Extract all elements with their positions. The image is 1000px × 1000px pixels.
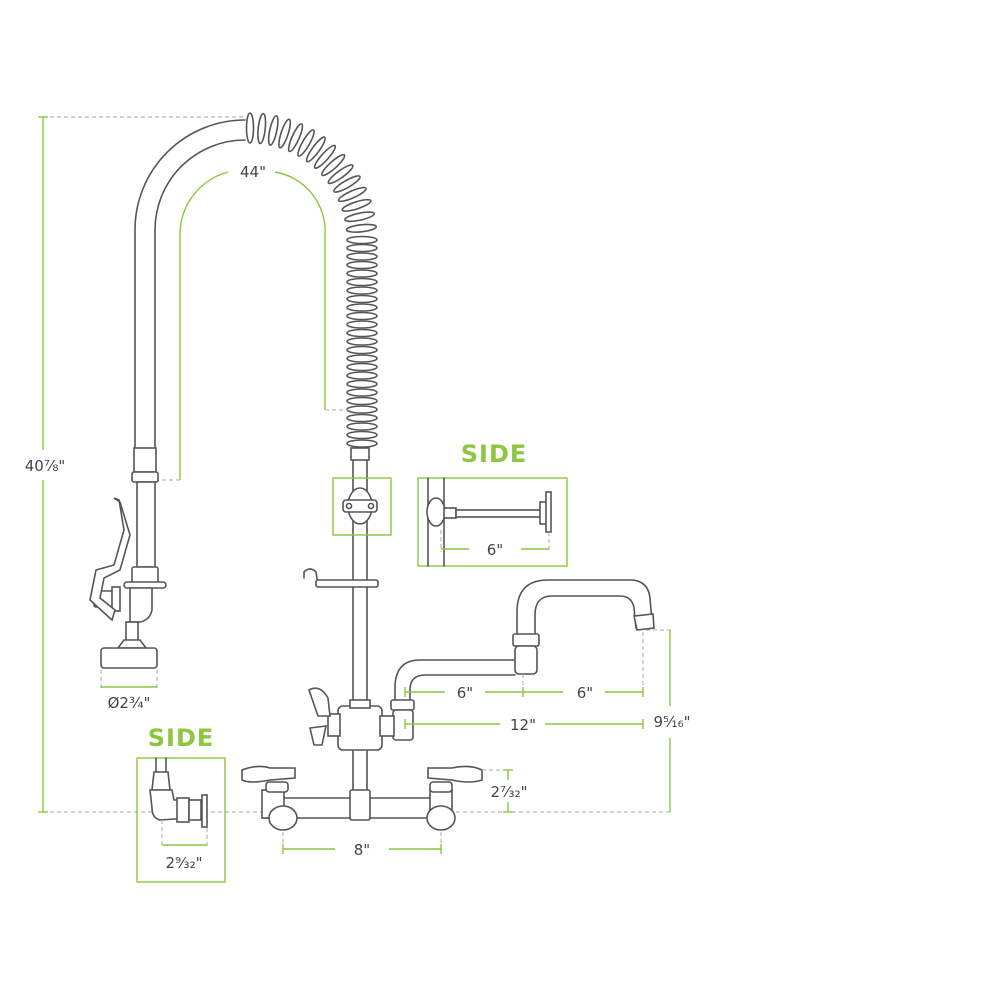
spring-coil-loop — [344, 211, 376, 223]
spring-coil-loop — [346, 413, 378, 423]
spring-coil-loop — [346, 345, 378, 355]
spring-coil-loop — [346, 396, 378, 406]
spring-coil-loop — [346, 354, 378, 363]
inlet-depth-label: 2⁹⁄₃₂" — [166, 854, 203, 872]
spring-coil-loop — [346, 277, 378, 287]
spring-coil-loop — [346, 252, 378, 261]
side-label: SIDE — [461, 440, 528, 468]
side-view-bracket: SIDE 6" — [417, 440, 568, 567]
spring-coil-loop — [346, 430, 378, 440]
handle-height-label: 2⁷⁄₃₂" — [491, 783, 528, 801]
spring-coil-loop — [257, 112, 267, 145]
spout-seg-2-label: 6" — [577, 684, 593, 702]
spring-coil-loop — [341, 198, 372, 212]
hook — [303, 568, 319, 586]
overall-height-label: 40⅞" — [25, 457, 66, 475]
overall-height-dimension: 40⅞" — [25, 116, 670, 813]
hose-length-label: 44" — [240, 163, 266, 181]
hose-length-dimension: 44" — [155, 163, 348, 481]
pre-rinse-valve — [308, 687, 395, 751]
spout-height-label: 9⁵⁄₁₆" — [654, 713, 691, 731]
spring-coil-loop — [321, 153, 346, 177]
spout-seg-1-label: 6" — [457, 684, 473, 702]
swing-spout: 6" 6" 12" 9⁵⁄₁₆" — [390, 579, 691, 812]
spring-coil-loop — [333, 175, 361, 193]
wall-mount-base: 8" 2⁷⁄₃₂" — [241, 765, 528, 859]
spring-coil-loop — [346, 371, 378, 380]
spring-coil-loop — [346, 311, 378, 321]
spring-coil-loop — [346, 388, 378, 397]
spring-coil-loop — [346, 439, 378, 448]
spring-coil-loop — [327, 164, 354, 185]
spring-coil-loop — [346, 405, 378, 414]
spring-coil-loop — [287, 123, 304, 153]
spring-coil-loop — [346, 422, 378, 431]
centers-label: 8" — [354, 841, 370, 859]
spring-coil-loop — [345, 223, 378, 233]
spring-coil-loop — [297, 129, 315, 157]
spray-diameter-label: Ø2¾" — [108, 694, 151, 712]
pre-rinse-hose — [134, 119, 246, 451]
spring-coil-loop — [346, 337, 378, 346]
spring-coil-loop — [346, 260, 378, 270]
spring-coil-loop — [346, 303, 378, 312]
spout-reach-label: 12" — [510, 716, 536, 734]
spring-coil — [245, 112, 378, 448]
spring-coil-loop — [346, 328, 378, 338]
side-view-inlet: SIDE 2⁹⁄₃₂" — [136, 724, 226, 883]
spray-valve: Ø2¾" — [89, 447, 167, 712]
spring-coil-loop — [305, 136, 326, 163]
spring-coil-loop — [346, 286, 378, 295]
spring-coil-loop — [346, 379, 378, 389]
bracket-depth-label: 6" — [487, 541, 503, 559]
side-label: SIDE — [148, 724, 215, 752]
spring-coil-loop — [346, 235, 378, 245]
spring-coil-loop — [346, 362, 378, 372]
spring-coil-loop — [346, 269, 378, 278]
spring-coil-loop — [346, 320, 378, 329]
spring-coil-loop — [245, 112, 255, 144]
spring-coil-loop — [346, 294, 378, 304]
hose-clip — [315, 579, 379, 588]
spring-coil-loop — [267, 114, 279, 146]
spring-coil-loop — [337, 186, 367, 203]
spring-coil-loop — [313, 144, 337, 169]
spring-coil-loop — [346, 243, 378, 253]
spring-coil-loop — [278, 118, 292, 149]
